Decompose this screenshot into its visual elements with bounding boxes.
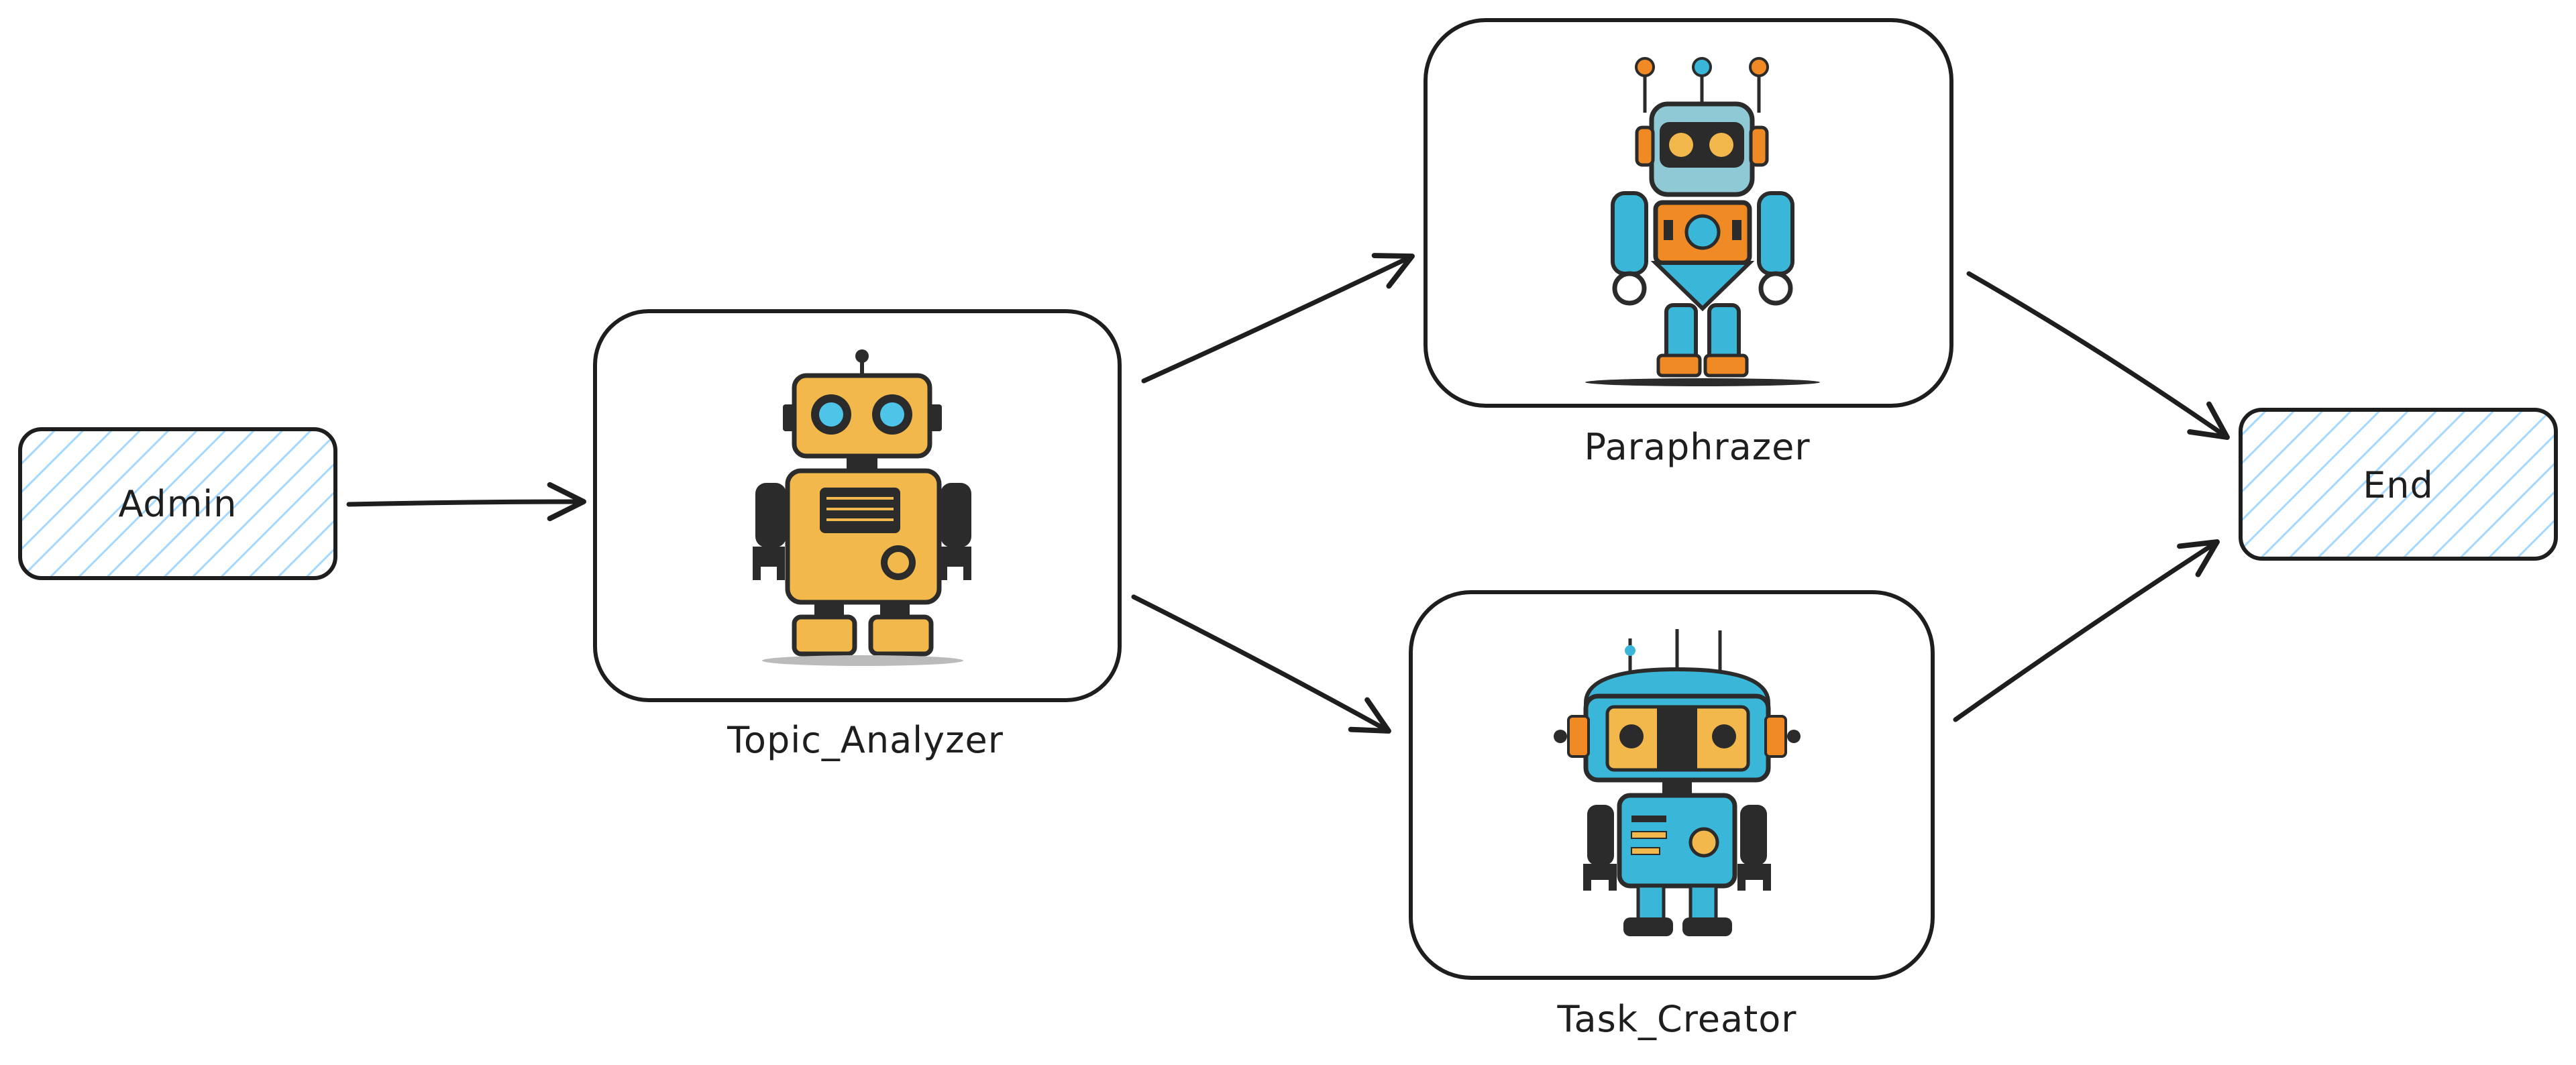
- node-end[interactable]: End: [2239, 408, 2558, 561]
- edge-task-creator-to-end: [1953, 539, 2220, 722]
- cyan-robot-icon: [1554, 629, 1801, 936]
- admin-box: [18, 427, 337, 580]
- node-task-creator[interactable]: Task_Creator: [1409, 590, 1935, 1040]
- end-box: [2239, 408, 2558, 561]
- edges: [346, 253, 2230, 734]
- topic-analyzer-label: Topic_Analyzer: [727, 719, 1004, 761]
- end-label: End: [2363, 464, 2434, 506]
- edge-topic-analyzer-to-task-creator: [1131, 594, 1391, 734]
- edge-paraphrazer-to-end: [1966, 271, 2230, 440]
- yellow-robot-icon: [753, 349, 971, 666]
- blue-orange-robot-icon: [1585, 57, 1820, 386]
- node-topic-analyzer[interactable]: Topic_Analyzer: [593, 309, 1122, 761]
- task-creator-label: Task_Creator: [1557, 998, 1797, 1040]
- node-admin[interactable]: Admin: [18, 427, 337, 580]
- paraphrazer-label: Paraphrazer: [1584, 426, 1810, 468]
- admin-label: Admin: [118, 483, 237, 525]
- edge-admin-to-topic-analyzer: [346, 482, 586, 522]
- node-paraphrazer[interactable]: Paraphrazer: [1424, 18, 1953, 468]
- edge-topic-analyzer-to-paraphrazer: [1141, 253, 1415, 384]
